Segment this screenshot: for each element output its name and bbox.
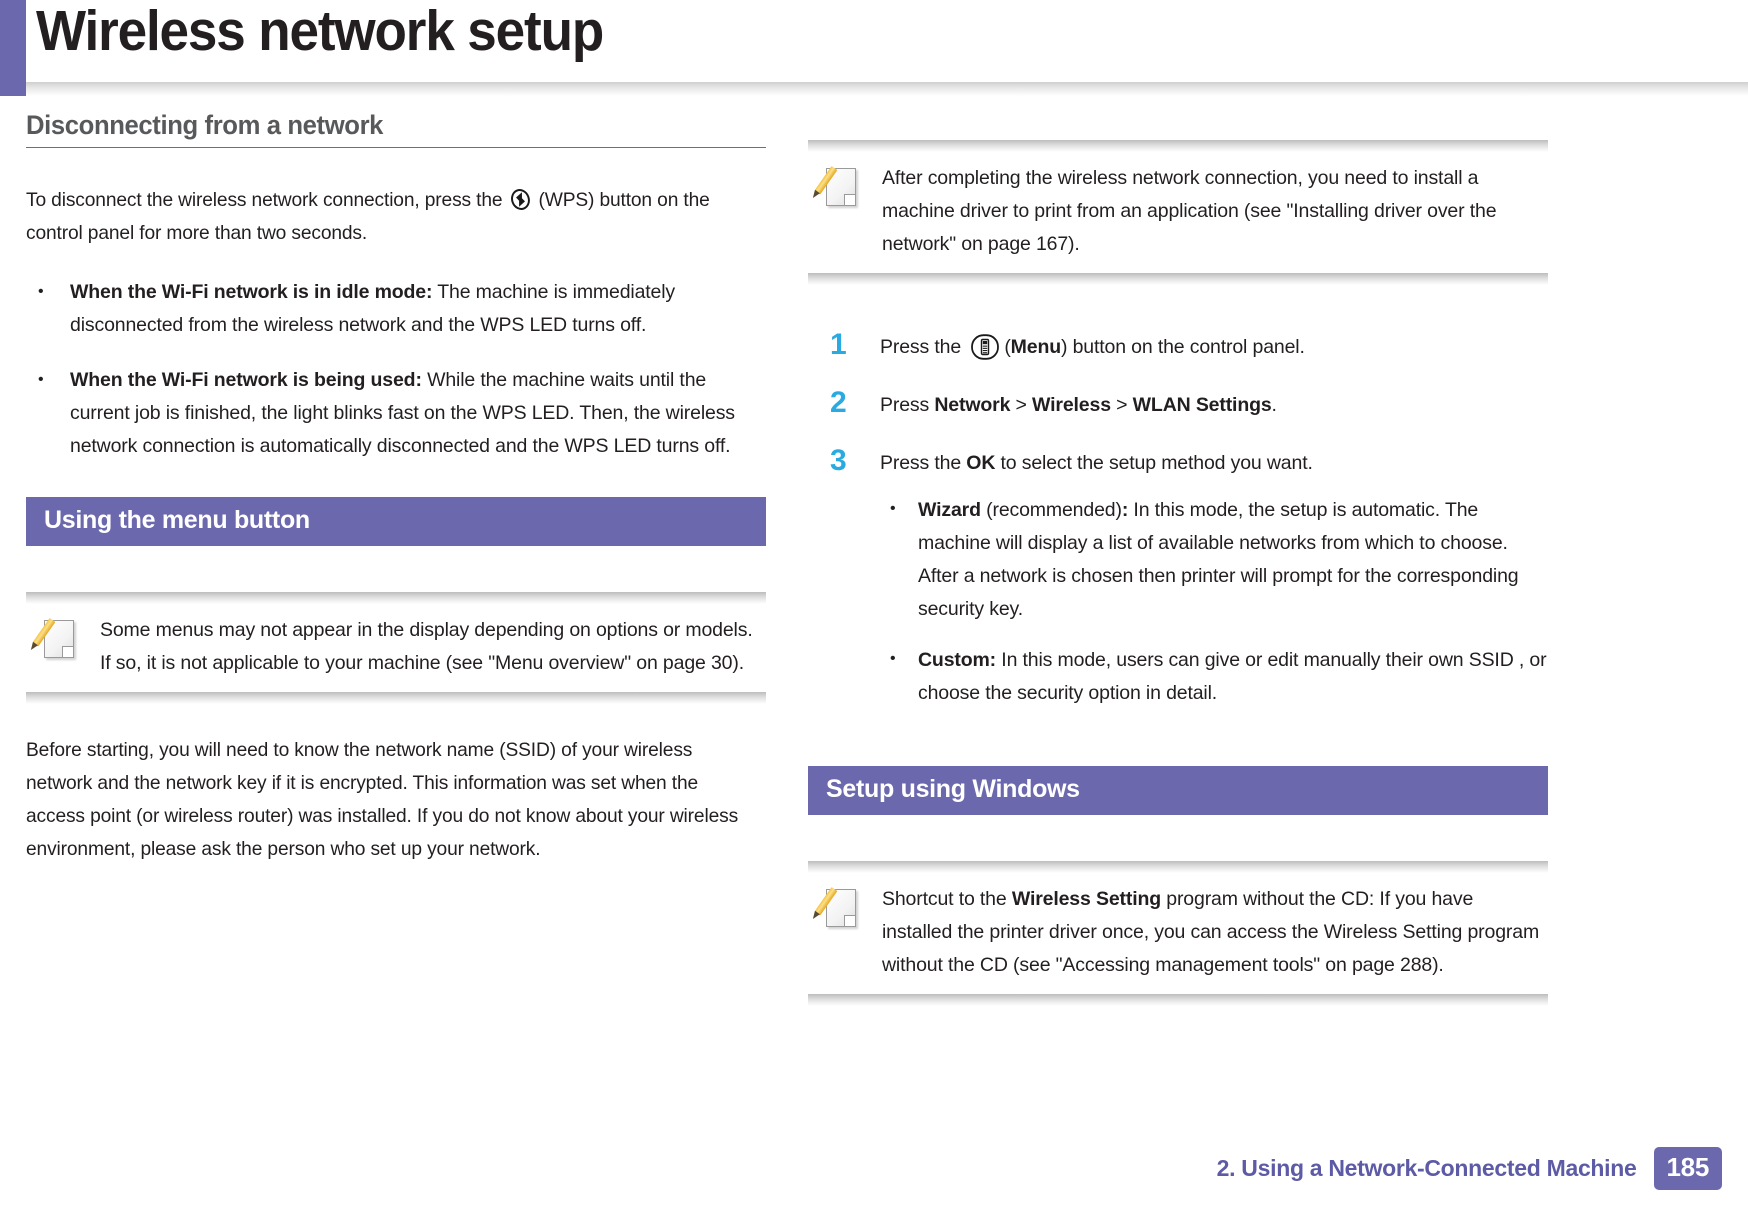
list-item: 2 Press Network > Wireless > WLAN Settin… — [808, 386, 1548, 422]
note-box-install-driver: After completing the wireless network co… — [808, 140, 1548, 285]
method-description: In this mode, the setup is automatic. Th… — [918, 499, 1519, 620]
note-text: After completing the wireless network co… — [882, 167, 1497, 255]
note-pencil-icon — [814, 886, 862, 931]
wireless-setting-label: Wireless Setting — [1011, 888, 1161, 910]
note-rule-top — [808, 140, 1548, 152]
method-name-wizard: Wizard — [918, 499, 981, 521]
note-pencil-icon — [32, 617, 80, 662]
note-text-suffix: program without the CD: If you have inst… — [882, 888, 1540, 976]
title-accent-bar — [0, 0, 26, 96]
step-number: 2 — [830, 386, 847, 419]
intro-paragraph: To disconnect the wireless network conne… — [26, 184, 755, 250]
step-text-prefix: Press — [880, 394, 935, 416]
note-rule-bottom — [808, 273, 1548, 285]
note-rule-bottom — [26, 692, 766, 704]
step-text-suffix: . — [1271, 394, 1277, 416]
note-rule-top — [808, 861, 1548, 873]
intro-text-part1: To disconnect the wireless network conne… — [26, 189, 503, 211]
step-text-prefix: Press the — [880, 452, 967, 474]
step-text-suffix: to select the setup method you want. — [995, 452, 1313, 474]
note-pencil-icon — [814, 165, 862, 210]
wps-icon — [511, 189, 531, 210]
footer-chapter-label: 2. Using a Network-Connected Machine — [1216, 1155, 1637, 1181]
method-qualifier: (recommended) — [980, 499, 1122, 521]
list-item: Wizard (recommended): In this mode, the … — [880, 492, 1548, 626]
bullet-text: The machine is immediately disconnected … — [70, 281, 676, 336]
setup-steps-list: 1 Press the (Menu) button on the control… — [808, 328, 1548, 710]
note-box-menu-availability: Some menus may not appear in the display… — [26, 592, 766, 704]
step-text-suffix: ) button on the control panel. — [1060, 336, 1305, 358]
list-item: When the Wi-Fi network is being used: Wh… — [26, 363, 766, 463]
right-column: After completing the wireless network co… — [808, 110, 1548, 1036]
setup-method-bullet-list: Wizard (recommended): In this mode, the … — [880, 492, 1548, 710]
menu-path-wireless: Wireless — [1032, 394, 1111, 416]
page-header: Wireless network setup — [0, 0, 1748, 96]
step-text-prefix: Press the — [880, 336, 962, 358]
band-heading-setup-using-windows: Setup using Windows — [808, 766, 1548, 815]
list-item: 3 Press the OK to select the setup metho… — [808, 444, 1548, 710]
menu-path-separator: > — [1110, 394, 1133, 416]
note-text: Some menus may not appear in the display… — [100, 619, 753, 674]
title-shadow-rule — [26, 82, 1748, 96]
menu-path-wlan-settings: WLAN Settings — [1132, 394, 1272, 416]
list-item: 1 Press the (Menu) button on the control… — [808, 328, 1548, 364]
method-name-custom: Custom: — [918, 649, 997, 671]
note-text-prefix: Shortcut to the — [882, 888, 1012, 910]
ok-button-label: OK — [966, 452, 996, 474]
list-item: When the Wi-Fi network is in idle mode: … — [26, 275, 766, 342]
footer-page-number: 185 — [1653, 1147, 1722, 1190]
note-rule-bottom — [808, 994, 1548, 1006]
page-title: Wireless network setup — [36, 0, 604, 63]
bullet-bold-label: When the Wi-Fi network is being used: — [70, 369, 422, 391]
intro-text-part2: (WPS) button on the control panel for mo… — [26, 189, 710, 244]
disconnect-bullet-list: When the Wi-Fi network is in idle mode: … — [26, 275, 766, 463]
menu-path-separator: > — [1010, 394, 1033, 416]
band-heading-using-menu-button: Using the menu button — [26, 497, 766, 546]
note-rule-top — [26, 592, 766, 604]
note-box-wireless-setting-shortcut: Shortcut to the Wireless Setting program… — [808, 861, 1548, 1006]
step-open-paren: ( — [1004, 336, 1011, 358]
step-number: 3 — [830, 444, 847, 477]
step-number: 1 — [830, 328, 847, 361]
bullet-text: While the machine waits until the curren… — [70, 369, 735, 457]
method-colon: : — [1121, 499, 1129, 521]
section-heading-disconnecting: Disconnecting from a network — [26, 110, 384, 140]
list-item: Custom: In this mode, users can give or … — [880, 642, 1548, 710]
step-bold-menu: Menu — [1010, 336, 1061, 358]
section-heading-rule — [26, 147, 766, 148]
menu-path-network: Network — [934, 394, 1011, 416]
bullet-bold-label: When the Wi-Fi network is in idle mode: — [70, 281, 433, 303]
note-text: Shortcut to the Wireless Setting program… — [882, 883, 1548, 982]
menu-button-icon — [970, 334, 1000, 360]
closing-paragraph: Before starting, you will need to know t… — [26, 739, 739, 860]
page-footer: 2. Using a Network-Connected Machine 185 — [0, 1147, 1748, 1195]
left-column: Disconnecting from a network To disconne… — [26, 110, 766, 892]
content-columns: Disconnecting from a network To disconne… — [0, 110, 1748, 1110]
method-description: In this mode, users can give or edit man… — [918, 649, 1547, 704]
